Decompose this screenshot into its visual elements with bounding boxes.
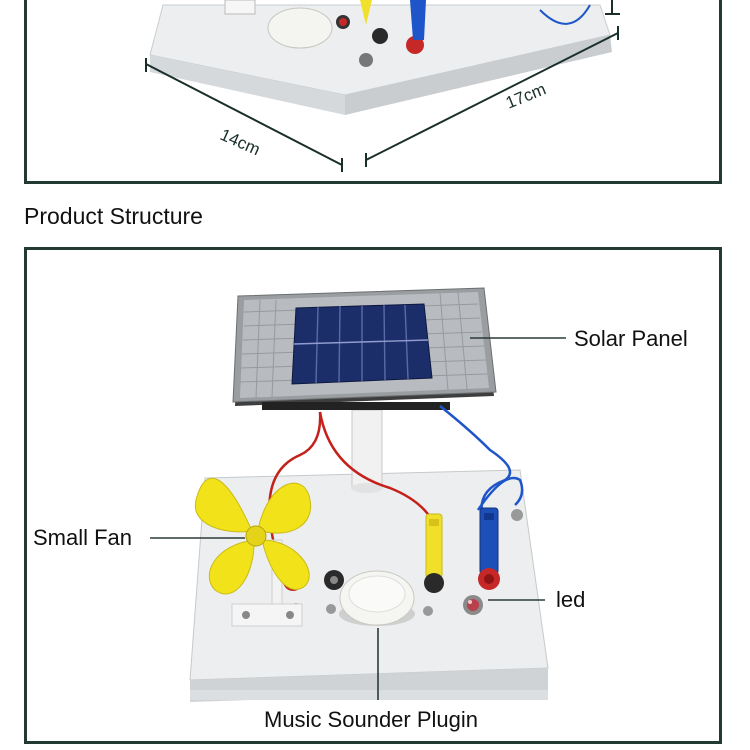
solar-panel	[232, 287, 497, 410]
top-base-board	[149, 0, 612, 115]
solar-cells	[293, 304, 429, 384]
music-sounder-label: Music Sounder Plugin	[264, 707, 479, 732]
blue-clip	[478, 507, 500, 590]
small-fan-label: Small Fan	[33, 525, 133, 550]
solar-panel-label: Solar Panel	[574, 326, 688, 351]
panel-support-pole	[351, 409, 383, 493]
music-sounder	[339, 570, 415, 626]
yellow-clip	[424, 513, 444, 593]
callout-lines	[150, 337, 566, 700]
led-label: led	[556, 587, 586, 612]
small-fan	[194, 477, 312, 627]
section-title: Product Structure	[24, 203, 203, 229]
dimension-lines	[145, 0, 620, 172]
led-bulb	[463, 595, 483, 615]
